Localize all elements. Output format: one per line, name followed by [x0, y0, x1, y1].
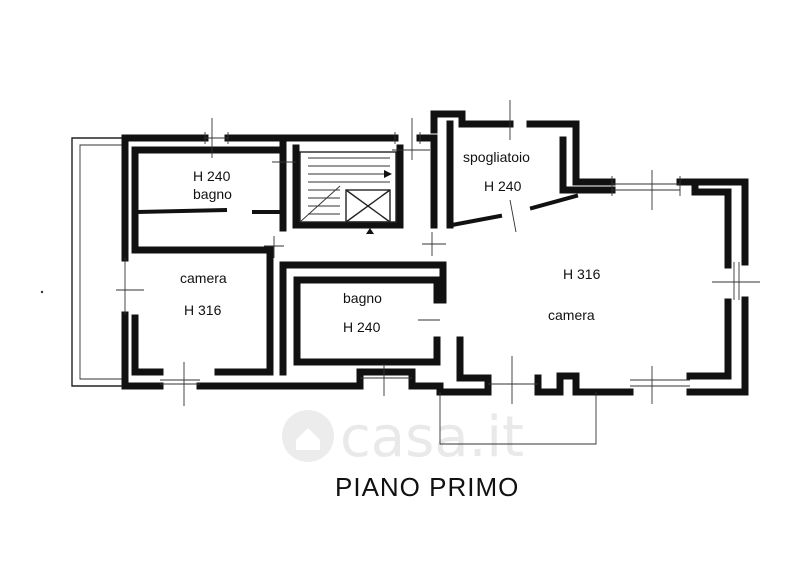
room-height-label: H 316	[184, 302, 222, 318]
room-camera-left: camera H 316	[180, 270, 227, 318]
room-name-label: bagno	[343, 290, 382, 306]
room-height-label: H 240	[193, 168, 231, 184]
staircase	[299, 151, 397, 234]
room-spogliatoio: spogliatoio H 240	[463, 149, 530, 194]
doors	[135, 193, 579, 233]
room-height-label: H 240	[484, 178, 522, 194]
watermark-text: casa.it	[340, 405, 524, 470]
room-name-label: camera	[548, 307, 595, 323]
room-name-label: spogliatoio	[463, 149, 530, 165]
terrace-outline	[71, 137, 125, 387]
room-bagno-left: H 240 bagno	[193, 168, 232, 202]
room-height-label: H 240	[343, 319, 381, 335]
room-name-label: bagno	[193, 186, 232, 202]
floor-title: PIANO PRIMO	[335, 472, 519, 502]
room-name-label: camera	[180, 270, 227, 286]
watermark: casa.it	[282, 405, 524, 470]
room-camera-right: H 316 camera	[548, 266, 601, 323]
room-height-label: H 316	[563, 266, 601, 282]
windows	[40, 100, 760, 445]
room-bagno-center: bagno H 240	[343, 290, 382, 335]
walls	[121, 110, 749, 396]
